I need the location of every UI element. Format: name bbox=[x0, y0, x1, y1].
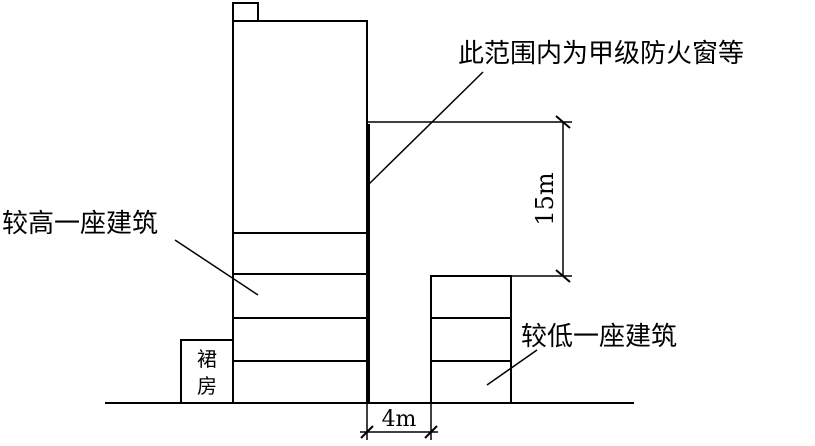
gap-dim-label: 4m bbox=[382, 407, 417, 432]
dim-tick bbox=[555, 269, 571, 283]
roof-structure bbox=[232, 2, 259, 22]
taller-building-label: 较高一座建筑 bbox=[2, 209, 158, 239]
lower-building-label: 较低一座建筑 bbox=[521, 322, 677, 352]
leader-fire-window bbox=[367, 71, 484, 186]
dim-tick bbox=[424, 425, 438, 439]
leader-lower-building bbox=[486, 349, 538, 386]
podium-outline bbox=[180, 339, 234, 404]
podium-label-line2: 房 bbox=[197, 374, 217, 398]
height-dim-label: 15m bbox=[531, 172, 559, 226]
dim-tick bbox=[360, 425, 374, 439]
podium-label-line1: 裙 bbox=[197, 347, 217, 371]
dim-tick bbox=[555, 115, 571, 129]
fire-window-note: 此范围内为甲级防火窗等 bbox=[458, 39, 744, 69]
taller-building-outline bbox=[232, 20, 368, 404]
leader-taller-building bbox=[174, 239, 259, 296]
lower-building-outline bbox=[430, 275, 512, 404]
